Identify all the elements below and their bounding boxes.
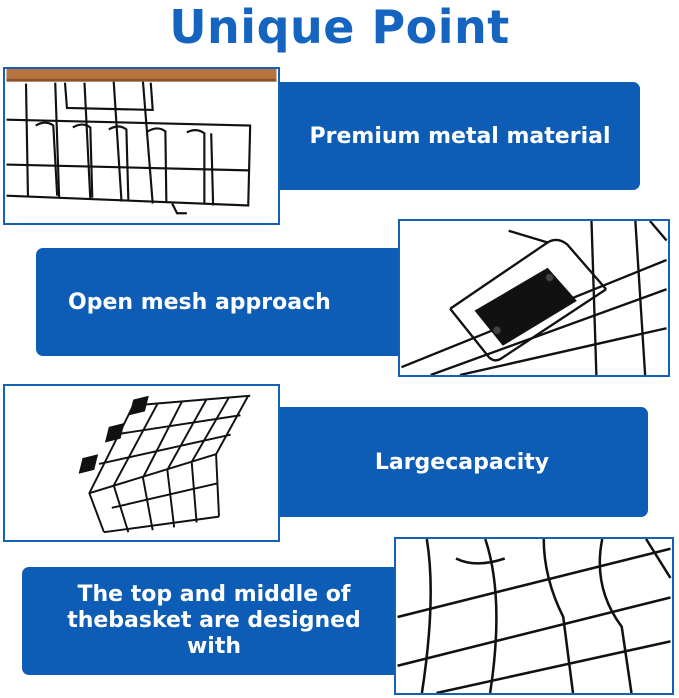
angled-basket-illustration [78, 394, 251, 534]
feature-image-basket-angled [3, 384, 280, 542]
bracket-mesh-illustration [401, 221, 668, 375]
feature-banner-open-mesh: Open mesh approach [36, 248, 406, 356]
page-title: Unique Point [169, 0, 510, 54]
feature-banner-premium-metal: Premium metal material [270, 82, 640, 190]
feature-banner-large-capacity: Largecapacity [270, 407, 648, 517]
feature-image-wire-grid [394, 537, 674, 695]
wire-grid-illustration [397, 539, 672, 693]
feature-banner-top-middle-design: The top and middle of thebasket are desi… [22, 567, 406, 675]
wire-basket-illustration [6, 69, 277, 215]
feature-label: Open mesh approach [68, 289, 331, 315]
feature-image-basket-under-desk [3, 67, 280, 225]
feature-image-bracket-mesh [398, 219, 670, 377]
feature-label: The top and middle of thebasket are desi… [67, 582, 361, 659]
feature-label: Premium metal material [309, 123, 611, 149]
feature-label: Largecapacity [374, 449, 550, 475]
